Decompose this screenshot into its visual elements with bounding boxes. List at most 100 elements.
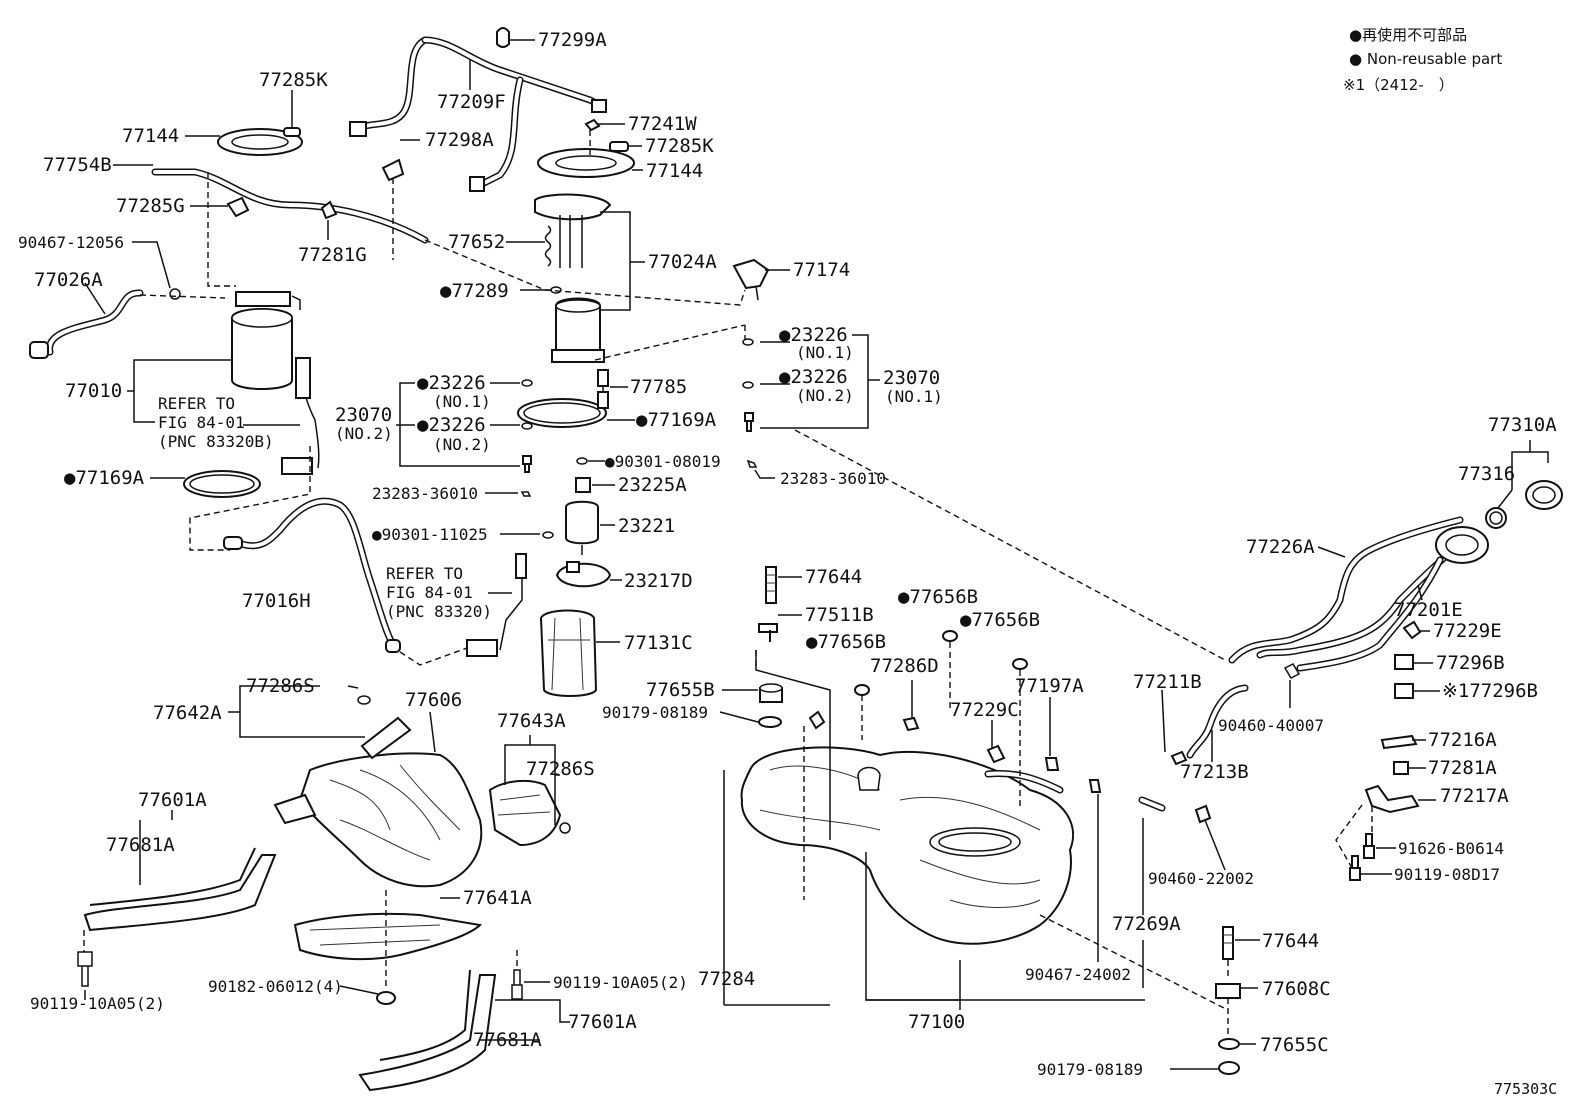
- label-91626-b0614: 91626-B0614: [1398, 839, 1504, 858]
- connector-77785-icon: [597, 369, 609, 409]
- label-23070-left-no: (NO.2): [335, 424, 393, 443]
- gasket-77285k-icon: [283, 127, 301, 137]
- label-77284: 77284: [698, 968, 755, 990]
- label-23226-left-1: ●23226: [417, 372, 486, 394]
- label-90301-11025: ●90301-11025: [372, 525, 488, 544]
- part-labels: 77299A 77285K 77209F 77144 77298A 77241W…: [18, 29, 1557, 1079]
- bracket-77216a-icon: [1380, 734, 1418, 750]
- label-77286s-top: 77286S: [246, 675, 315, 697]
- label-77286d: 77286D: [870, 655, 939, 677]
- heat-insulator-77606-icon: [298, 752, 483, 888]
- label-77296b: 77296B: [1436, 652, 1505, 674]
- label-refer1-c: (PNC 83320B): [158, 432, 274, 451]
- fuel-pump-flange-77024a-icon: [534, 193, 612, 221]
- label-77169a-left: ●77169A: [64, 467, 145, 489]
- label-77241w: 77241W: [628, 113, 697, 135]
- clip-77296b-icon: [1394, 654, 1414, 670]
- label-77169a-center: ●77169A: [636, 409, 717, 431]
- tank-strap-77601a-left-icon: [83, 854, 277, 932]
- label-77285g: 77285G: [116, 195, 185, 217]
- label-refer1-a: REFER TO: [158, 394, 235, 413]
- leader-lines: [83, 39, 1549, 1070]
- label-77644-top: 77644: [805, 566, 862, 588]
- label-77216a: 77216A: [1428, 729, 1497, 751]
- label-77026a: 77026A: [34, 269, 103, 291]
- label-refer2-a: REFER TO: [386, 564, 463, 583]
- label-77643a: 77643A: [497, 710, 566, 732]
- label-77310a: 77310A: [1488, 414, 1557, 436]
- label-77285k-top: 77285K: [259, 69, 328, 91]
- label-23226-left-2: ●23226: [417, 414, 486, 436]
- label-77229c: 77229C: [950, 699, 1019, 721]
- label-77226a: 77226A: [1246, 536, 1315, 558]
- label-77289: ●77289: [440, 280, 509, 302]
- label-23226-right-1: ●23226: [779, 324, 848, 346]
- label-77286s-mid: 77286S: [526, 758, 595, 780]
- figure-id: 775303C: [1494, 1080, 1557, 1098]
- label-77655b: 77655B: [646, 679, 715, 701]
- fuel-tank-77100-icon: [740, 746, 1075, 945]
- label-77281a: 77281A: [1428, 757, 1497, 779]
- label-90179-08189-top: 90179-08189: [602, 703, 708, 722]
- label-77511b: 77511B: [805, 604, 874, 626]
- label-77681a-bottom: 77681A: [473, 1029, 542, 1051]
- bracket-77642a-icon: [360, 716, 412, 760]
- label-23226-right-2: ●23226: [779, 366, 848, 388]
- label-77608c: 77608C: [1262, 978, 1331, 1000]
- label-90182-06012: 90182-06012(4): [208, 977, 343, 996]
- label-77298a: 77298A: [425, 129, 494, 151]
- label-23226-left-1-no: (NO.1): [433, 392, 491, 411]
- label-77642a: 77642A: [153, 702, 222, 724]
- connector-icon: [349, 121, 367, 137]
- legend-line-note: ※1（2412- ）: [1343, 76, 1454, 94]
- label-77754b: 77754B: [43, 154, 112, 176]
- label-77010: 77010: [65, 380, 122, 402]
- label-90119-10a05-left: 90119-10A05(2): [30, 994, 165, 1013]
- label-90119-10a05-mid: 90119-10A05(2): [553, 973, 688, 992]
- label-23070-left: 23070: [335, 404, 392, 426]
- label-77144-left: 77144: [122, 125, 179, 147]
- label-77641a: 77641A: [463, 887, 532, 909]
- label-77024a: 77024A: [648, 251, 717, 273]
- label-23070-right: 23070: [883, 367, 940, 389]
- label-23283-36010-left: 23283-36010: [372, 484, 478, 503]
- label-23070-right-no: (NO.1): [885, 387, 943, 406]
- fuel-pump-23221-icon: [565, 500, 599, 545]
- label-77655c: 77655C: [1260, 1034, 1329, 1056]
- label-77100: 77100: [908, 1011, 965, 1033]
- label-77211b: 77211B: [1133, 671, 1202, 693]
- label-77656b-1: ●77656B: [898, 586, 978, 608]
- label-77656b-3: ●77656B: [806, 631, 886, 653]
- label-77601a-bottom: 77601A: [568, 1011, 637, 1033]
- label-90460-22002: 90460-22002: [1148, 869, 1254, 888]
- label-90179-08189-bottom: 90179-08189: [1037, 1060, 1143, 1079]
- grommet-77608c-icon: [1215, 983, 1241, 999]
- insulator-77641a-icon: [293, 912, 483, 961]
- legend-line-english: ● Non-reusable part: [1349, 50, 1502, 68]
- legend: ●再使用不可部品 ● Non-reusable part ※1（2412- ）: [1343, 26, 1502, 94]
- fuel-cup-77131c-icon: [539, 609, 598, 697]
- label-77281g: 77281G: [298, 244, 367, 266]
- label-77217a: 77217A: [1440, 785, 1509, 807]
- label-77296b-x1: ※177296B: [1442, 680, 1538, 702]
- label-77606: 77606: [405, 689, 462, 711]
- label-refer1-b: FIG 84-01: [158, 413, 245, 432]
- label-77213b: 77213B: [1180, 761, 1249, 783]
- label-77131c: 77131C: [624, 632, 693, 654]
- label-23283-36010-right: 23283-36010: [780, 469, 886, 488]
- tank-strap-77601a-bottom-icon: [358, 974, 497, 1092]
- label-23225a: 23225A: [618, 474, 687, 496]
- drain-plug-77644-top-icon: [765, 566, 777, 604]
- label-77229e: 77229E: [1433, 620, 1502, 642]
- sender-gauge-77174-icon: [732, 258, 770, 290]
- label-77201e: 77201E: [1394, 599, 1463, 621]
- label-77269a: 77269A: [1112, 913, 1181, 935]
- label-77209f: 77209F: [437, 91, 506, 113]
- clamp-77229e-icon: [1402, 620, 1422, 640]
- label-77656b-2: ●77656B: [960, 609, 1040, 631]
- label-77644-bottom: 77644: [1262, 930, 1319, 952]
- label-77601a-top: 77601A: [138, 789, 207, 811]
- legend-line-japanese: ●再使用不可部品: [1349, 26, 1467, 44]
- label-77174: 77174: [793, 259, 850, 281]
- label-23221: 23221: [618, 515, 675, 537]
